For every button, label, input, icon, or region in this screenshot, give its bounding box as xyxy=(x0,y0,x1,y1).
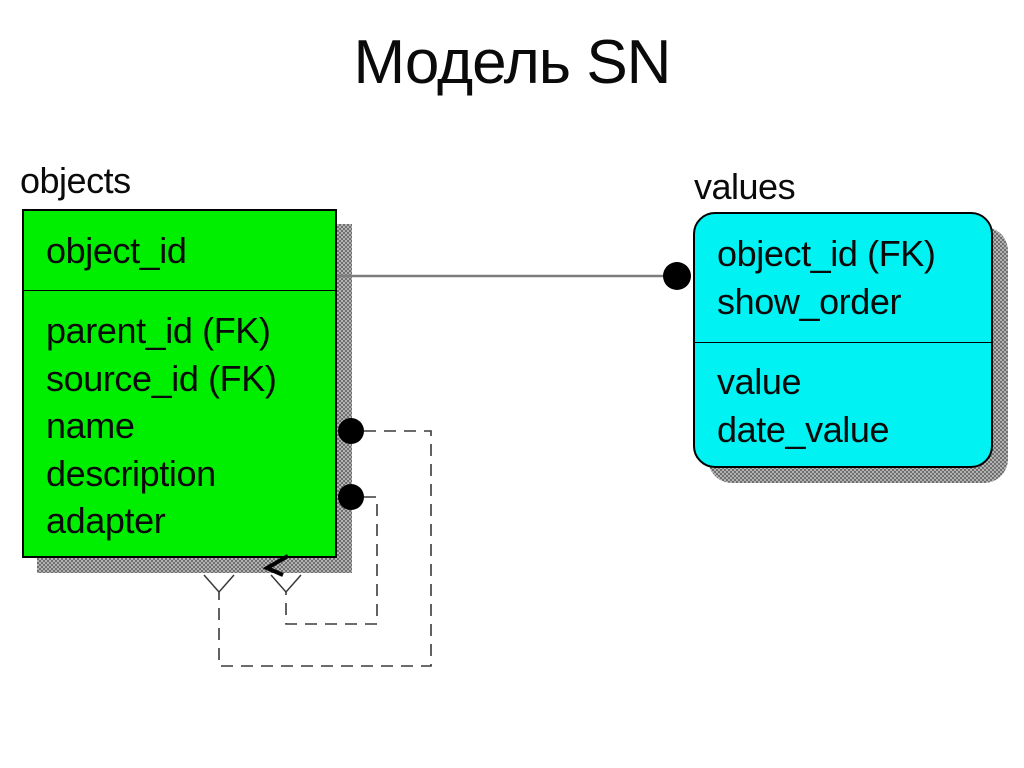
attribute-row: adapter xyxy=(46,500,166,541)
entity-values-attr-section: value date_value xyxy=(695,343,991,454)
attribute-row: value xyxy=(717,361,802,402)
entity-objects[interactable]: object_id parent_id (FK) source_id (FK) … xyxy=(22,209,337,558)
attribute-row: object_id xyxy=(46,229,187,271)
attribute-row: object_id (FK) xyxy=(717,233,936,274)
slide-title: Модель SN xyxy=(353,28,672,97)
crows-foot-icon xyxy=(270,574,302,594)
entity-objects-label: objects xyxy=(20,160,131,201)
attribute-row: name xyxy=(46,405,135,446)
attribute-row: date_value xyxy=(717,409,890,450)
attribute-row: show_order xyxy=(717,281,902,322)
entity-values[interactable]: object_id (FK) show_order value date_val… xyxy=(693,212,993,468)
crows-foot-icon xyxy=(203,574,235,594)
entity-objects-key-section: object_id xyxy=(24,211,335,291)
cardinality-dot-icon xyxy=(663,262,691,290)
attribute-row: source_id (FK) xyxy=(46,357,277,399)
entity-objects-attr-section: parent_id (FK) source_id (FK) name descr… xyxy=(24,291,335,545)
attribute-row: parent_id (FK) xyxy=(46,310,271,351)
entity-values-label: values xyxy=(694,166,796,207)
attribute-row: description xyxy=(46,452,216,494)
entity-values-key-section: object_id (FK) show_order xyxy=(695,214,991,343)
